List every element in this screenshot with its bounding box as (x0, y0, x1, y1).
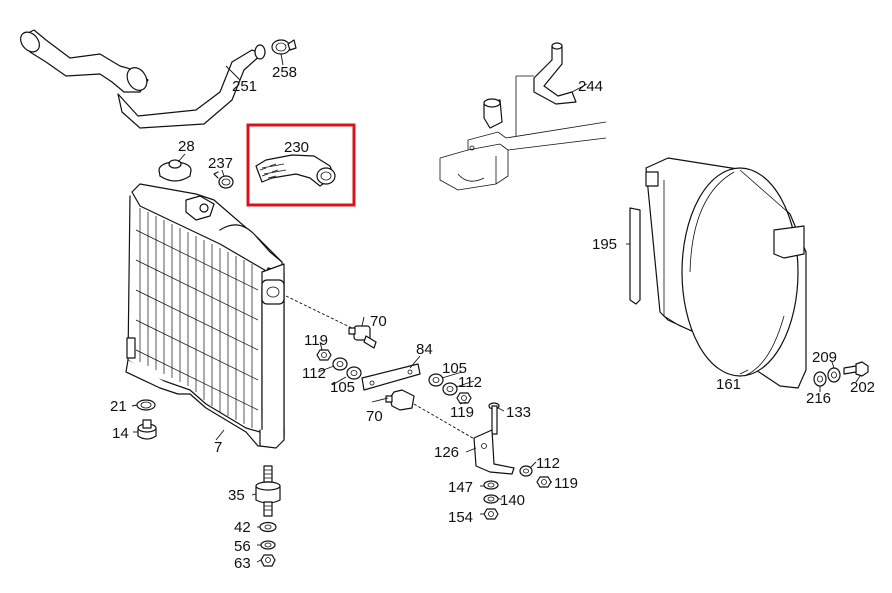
label-209[interactable]: 209 (812, 349, 837, 366)
label-258[interactable]: 258 (272, 64, 297, 81)
label-70-upper[interactable]: 70 (370, 313, 387, 330)
bracket-strip-84[interactable] (361, 363, 421, 391)
label-147[interactable]: 147 (448, 479, 473, 496)
washer-56[interactable] (260, 540, 276, 550)
washer-42[interactable] (259, 521, 277, 533)
bolt-202[interactable] (843, 361, 869, 377)
label-133[interactable]: 133 (506, 404, 531, 421)
label-112-upper[interactable]: 112 (302, 365, 326, 382)
nut-119-bracket[interactable] (536, 476, 552, 488)
washer-112-upper[interactable] (332, 357, 348, 371)
nut-119-upper[interactable] (316, 349, 332, 361)
label-202[interactable]: 202 (850, 379, 875, 396)
washer-209[interactable] (827, 367, 841, 383)
label-14[interactable]: 14 (112, 425, 129, 442)
hose-clamp-258[interactable] (271, 39, 297, 55)
nut-119-lower[interactable] (456, 392, 472, 404)
label-105-upper[interactable]: 105 (330, 379, 355, 396)
clip-195[interactable] (629, 207, 641, 305)
hose-230[interactable] (255, 154, 336, 187)
engine-outline (439, 121, 607, 191)
coolant-pipe-244[interactable] (483, 42, 577, 136)
label-35[interactable]: 35 (228, 487, 245, 504)
label-28[interactable]: 28 (178, 138, 195, 155)
label-63[interactable]: 63 (234, 555, 251, 572)
hose-clamp-237[interactable] (213, 171, 234, 189)
drain-plug-14[interactable] (137, 419, 157, 440)
nut-154[interactable] (483, 508, 499, 520)
label-70-lower[interactable]: 70 (366, 408, 383, 425)
label-251[interactable]: 251 (232, 78, 257, 95)
bracket-126[interactable] (473, 429, 515, 475)
nut-63[interactable] (260, 554, 276, 567)
label-119-lower[interactable]: 119 (450, 404, 474, 421)
upper-hose-251[interactable] (17, 28, 266, 129)
part-labels: 251 258 244 28 237 230 195 70 119 84 112… (110, 64, 875, 572)
label-84[interactable]: 84 (416, 341, 433, 358)
label-112-lower[interactable]: 112 (458, 374, 482, 391)
radiator-cap-28[interactable] (158, 159, 192, 182)
label-119-upper[interactable]: 119 (304, 332, 328, 349)
fan-shroud-161[interactable] (645, 157, 807, 389)
label-237[interactable]: 237 (208, 155, 233, 172)
washer-112-bracket[interactable] (519, 465, 533, 477)
washer-147[interactable] (483, 480, 499, 490)
label-244[interactable]: 244 (578, 78, 603, 95)
radiator-core-fins (135, 208, 259, 428)
leader-lines (131, 53, 861, 563)
label-140[interactable]: 140 (500, 492, 525, 509)
washer-140[interactable] (483, 494, 499, 504)
drain-washer-21[interactable] (136, 399, 156, 411)
label-161[interactable]: 161 (716, 376, 741, 393)
highlight-box-230 (246, 123, 356, 207)
label-112-bracket[interactable]: 112 (536, 455, 560, 472)
label-154[interactable]: 154 (448, 509, 473, 526)
rubber-mount-70-lower[interactable] (385, 389, 415, 411)
label-195[interactable]: 195 (592, 236, 617, 253)
label-230[interactable]: 230 (284, 139, 309, 156)
radiator-7[interactable] (125, 183, 285, 449)
bolt-133[interactable] (488, 402, 500, 435)
label-126[interactable]: 126 (434, 444, 459, 461)
label-21[interactable]: 21 (110, 398, 127, 415)
washer-112-lower[interactable] (442, 382, 458, 396)
label-56[interactable]: 56 (234, 538, 251, 555)
label-119-bracket[interactable]: 119 (554, 475, 578, 492)
label-216[interactable]: 216 (806, 390, 831, 407)
rubber-mount-35[interactable] (255, 465, 281, 517)
washer-105-lower[interactable] (428, 373, 444, 387)
label-105-lower[interactable]: 105 (442, 360, 467, 377)
washer-105-upper[interactable] (346, 366, 362, 380)
washer-216[interactable] (813, 371, 827, 387)
label-42[interactable]: 42 (234, 519, 251, 536)
label-7[interactable]: 7 (214, 439, 222, 456)
